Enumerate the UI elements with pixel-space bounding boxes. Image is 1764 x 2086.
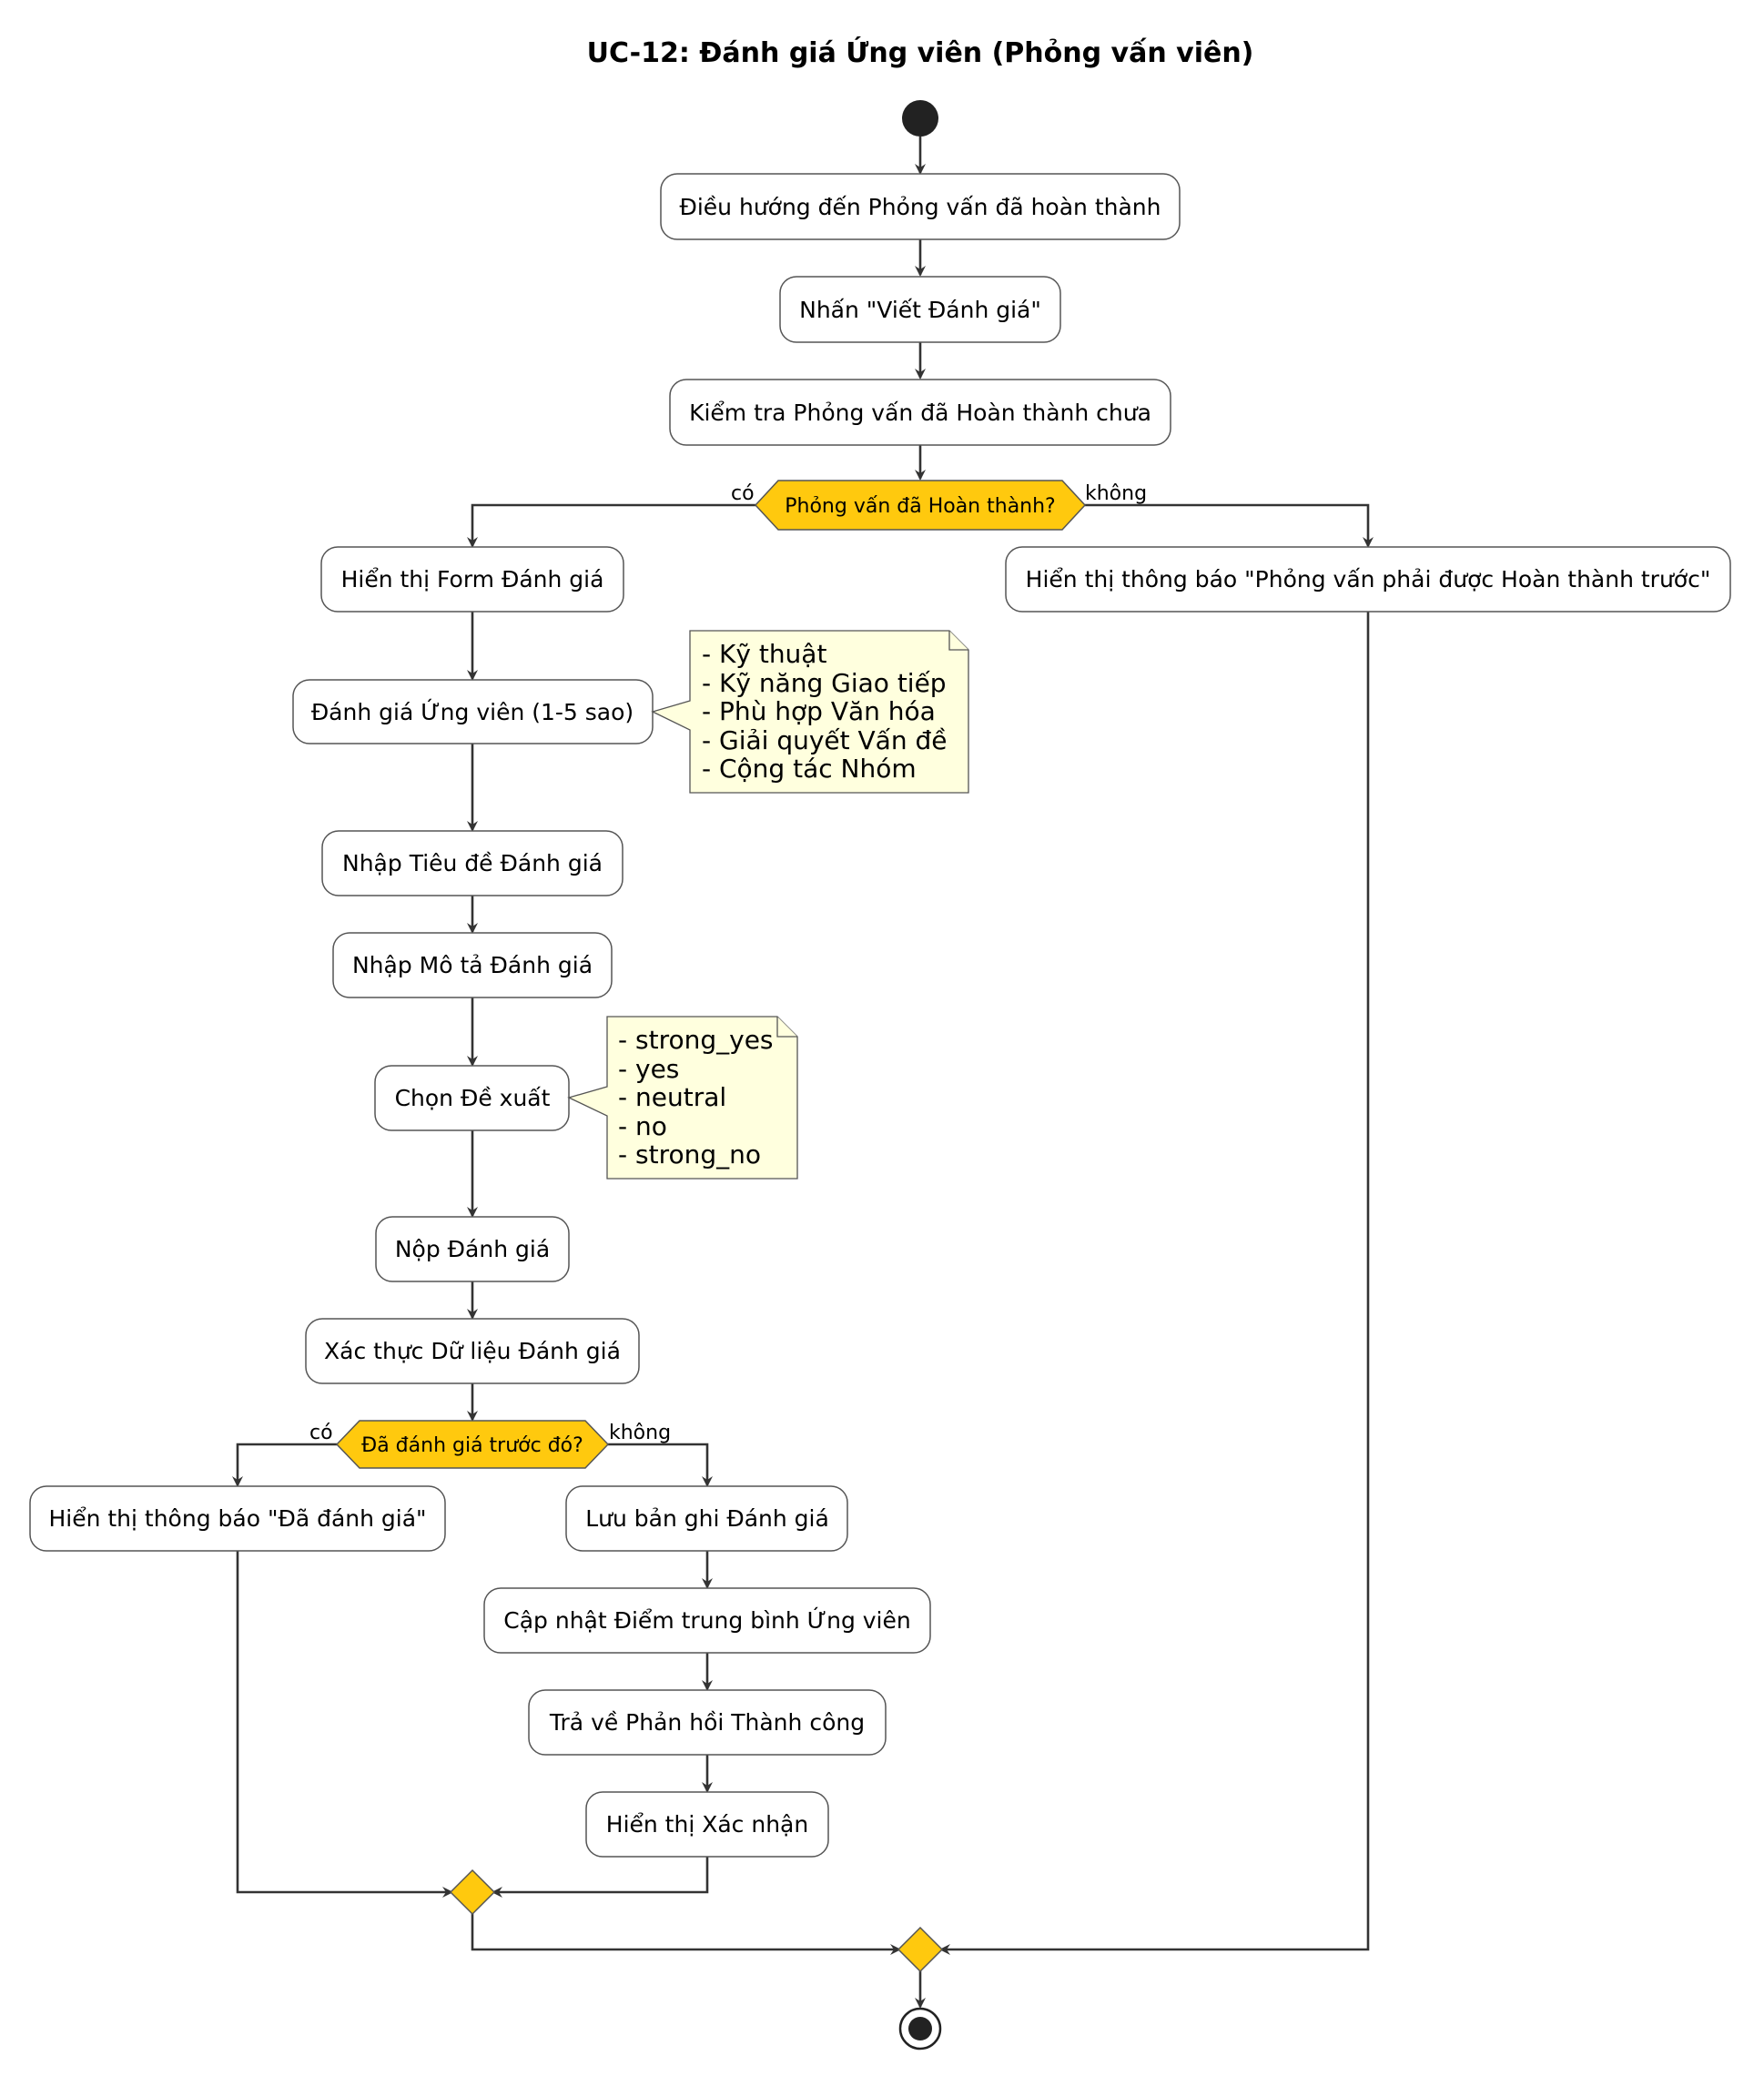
activity-navigate: Điều hướng đến Phỏng vấn đã hoàn thành bbox=[660, 173, 1181, 240]
start-node bbox=[902, 100, 938, 137]
svg-text:Đánh giá Ứng viên (1-5 sao): Đánh giá Ứng viên (1-5 sao) bbox=[311, 698, 634, 725]
svg-text:- strong_no: - strong_no bbox=[618, 1139, 761, 1170]
svg-text:Cập nhật Điểm trung bình Ứng v: Cập nhật Điểm trung bình Ứng viên bbox=[503, 1606, 910, 1634]
activity-enter-description: Nhập Mô tả Đánh giá bbox=[332, 932, 613, 998]
svg-text:Nộp Đánh giá: Nộp Đánh giá bbox=[395, 1236, 550, 1262]
activity-enter-title: Nhập Tiêu đề Đánh giá bbox=[321, 830, 623, 896]
svg-text:Chọn Đề xuất: Chọn Đề xuất bbox=[395, 1085, 551, 1111]
branch-label-yes-2: có bbox=[309, 1422, 333, 1444]
svg-text:- strong_yes: - strong_yes bbox=[618, 1025, 774, 1055]
svg-text:Hiển thị Xác nhận: Hiển thị Xác nhận bbox=[606, 1811, 808, 1838]
branch-label-yes-1: có bbox=[731, 482, 755, 505]
decision-already-reviewed: Đã đánh giá trước đó? bbox=[335, 1420, 610, 1469]
activity-return-success: Trả về Phản hồi Thành công bbox=[528, 1689, 887, 1756]
activity-click-write-review: Nhấn "Viết Đánh giá" bbox=[779, 276, 1061, 343]
svg-text:- Giải quyết Vấn đề: - Giải quyết Vấn đề bbox=[702, 725, 947, 755]
branch-label-no-1: không bbox=[1085, 482, 1147, 505]
activity-validate-data: Xác thực Dữ liệu Đánh giá bbox=[305, 1318, 640, 1384]
activity-choose-recommendation: Chọn Đề xuất bbox=[374, 1065, 570, 1131]
svg-text:Xác thực Dữ liệu Đánh giá: Xác thực Dữ liệu Đánh giá bbox=[324, 1338, 621, 1364]
decision-interview-completed: Phỏng vấn đã Hoàn thành? bbox=[754, 480, 1087, 531]
activity-update-average: Cập nhật Điểm trung bình Ứng viên bbox=[483, 1587, 931, 1654]
merge-node-inner bbox=[449, 1868, 496, 1916]
svg-text:Nhấn "Viết Đánh giá": Nhấn "Viết Đánh giá" bbox=[799, 297, 1041, 323]
svg-text:Kiểm tra Phỏng vấn đã Hoàn thà: Kiểm tra Phỏng vấn đã Hoàn thành chưa bbox=[689, 400, 1151, 426]
svg-text:- Kỹ năng Giao tiếp: - Kỹ năng Giao tiếp bbox=[702, 668, 947, 698]
svg-text:- Cộng tác Nhóm: - Cộng tác Nhóm bbox=[702, 754, 917, 784]
svg-text:- no: - no bbox=[618, 1111, 667, 1141]
svg-text:Đã đánh giá trước đó?: Đã đánh giá trước đó? bbox=[361, 1434, 583, 1457]
activity-rate-candidate: Đánh giá Ứng viên (1-5 sao) bbox=[292, 679, 654, 744]
activity-submit-review: Nộp Đánh giá bbox=[375, 1216, 570, 1282]
svg-text:Hiển thị thông báo "Phỏng vấn: Hiển thị thông báo "Phỏng vấn phải được … bbox=[1026, 566, 1711, 592]
activity-save-record: Lưu bản ghi Đánh giá bbox=[565, 1485, 848, 1552]
svg-text:Hiển thị thông báo "Đã đánh gi: Hiển thị thông báo "Đã đánh giá" bbox=[48, 1505, 426, 1532]
diagram-title: UC-12: Đánh giá Ứng viên (Phỏng vấn viên… bbox=[587, 35, 1254, 69]
branch-label-no-2: không bbox=[609, 1422, 671, 1444]
svg-text:Nhập Mô tả Đánh giá: Nhập Mô tả Đánh giá bbox=[352, 952, 593, 978]
svg-text:- Phù hợp Văn hóa: - Phù hợp Văn hóa bbox=[702, 696, 936, 726]
activity-check-completed: Kiểm tra Phỏng vấn đã Hoàn thành chưa bbox=[669, 379, 1171, 446]
edges bbox=[232, 137, 1374, 2009]
activity-show-already-reviewed: Hiển thị thông báo "Đã đánh giá" bbox=[29, 1485, 446, 1552]
svg-text:Lưu bản ghi Đánh giá: Lưu bản ghi Đánh giá bbox=[585, 1505, 829, 1532]
svg-text:- Kỹ thuật: - Kỹ thuật bbox=[702, 639, 826, 669]
activity-show-confirmation: Hiển thị Xác nhận bbox=[585, 1791, 829, 1858]
svg-text:Phỏng vấn đã Hoàn thành?: Phỏng vấn đã Hoàn thành? bbox=[785, 495, 1055, 518]
svg-text:Nhập Tiêu đề Đánh giá: Nhập Tiêu đề Đánh giá bbox=[342, 850, 603, 876]
svg-text:Điều hướng đến Phỏng vấn đã ho: Điều hướng đến Phỏng vấn đã hoàn thành bbox=[679, 194, 1161, 220]
svg-text:Trả về Phản hồi Thành công: Trả về Phản hồi Thành công bbox=[549, 1709, 865, 1736]
merge-node-outer bbox=[897, 1926, 944, 1973]
svg-text:Hiển thị Form Đánh giá: Hiển thị Form Đánh giá bbox=[341, 566, 604, 592]
svg-text:- yes: - yes bbox=[618, 1054, 679, 1084]
activity-show-form: Hiển thị Form Đánh giá bbox=[320, 546, 624, 613]
note-recommendations: - strong_yes - yes - neutral - no - stro… bbox=[567, 1016, 798, 1180]
svg-text:- neutral: - neutral bbox=[618, 1082, 726, 1112]
note-criteria: - Kỹ thuật - Kỹ năng Giao tiếp - Phù hợp… bbox=[651, 630, 969, 794]
end-node bbox=[898, 2007, 942, 2051]
activity-show-not-completed: Hiển thị thông báo "Phỏng vấn phải được … bbox=[1005, 546, 1731, 613]
